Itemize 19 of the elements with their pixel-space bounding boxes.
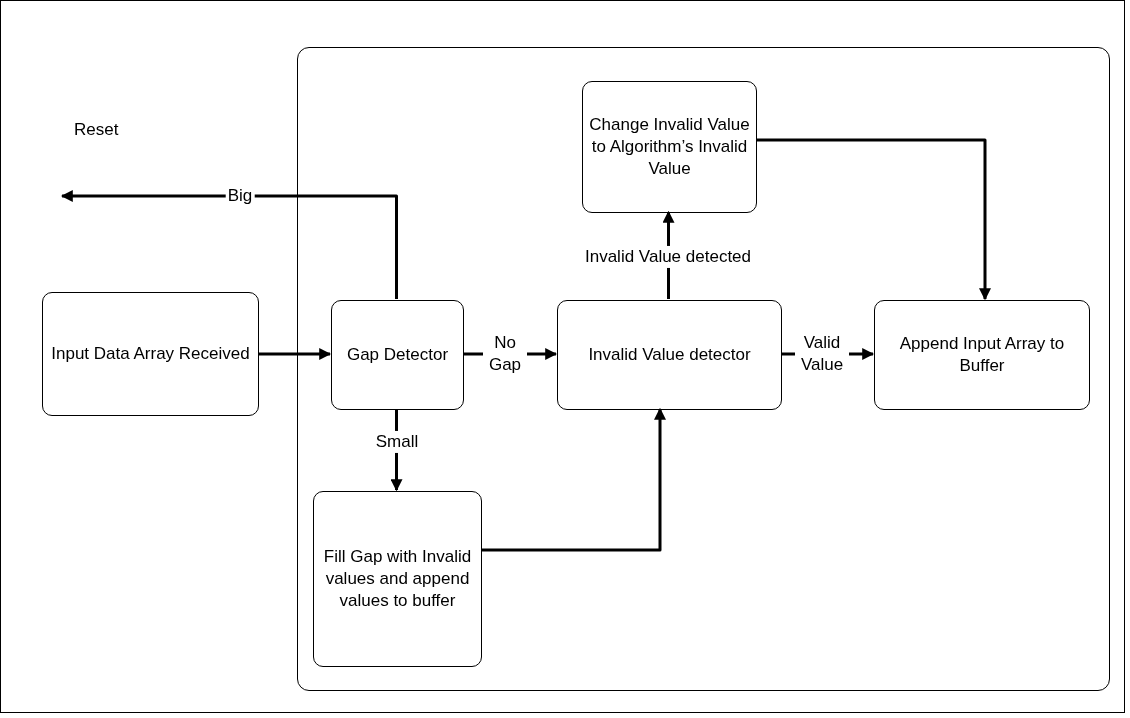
box-text: Append Input Array to Buffer [898, 332, 1066, 377]
arrow [756, 138, 991, 301]
box-text: Change Invalid Value to Algorithm’s Invalid Value [588, 113, 751, 181]
box-text: Input Data Array Received [50, 342, 251, 365]
reset-label: Reset [74, 118, 119, 141]
edge-label: Small [373, 430, 421, 454]
box-text: Gap Detector [345, 343, 450, 366]
process-box [557, 300, 782, 410]
container-box [297, 47, 1110, 691]
process-box [874, 300, 1090, 410]
box-text: Invalid Value detector [587, 343, 752, 366]
process-box [331, 300, 464, 410]
arrow [60, 190, 398, 299]
arrow [259, 348, 332, 360]
process-box [42, 292, 259, 416]
edge-label: Invalid Value detected [583, 245, 753, 269]
process-box [313, 491, 482, 667]
box-text: Fill Gap with Invalid values and append values to buffer [322, 545, 473, 613]
process-box [582, 81, 757, 213]
